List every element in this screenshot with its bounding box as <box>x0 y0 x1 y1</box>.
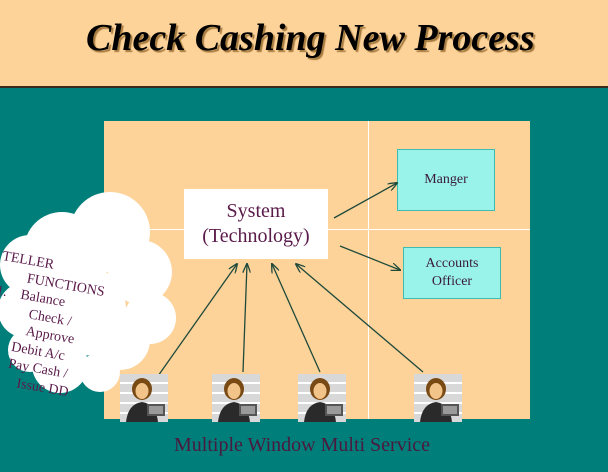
manager-box: Manger <box>397 149 495 211</box>
system-label: System <box>226 200 286 222</box>
panel-vertical-divider <box>368 121 369 419</box>
arrow-teller3-to-system <box>272 264 321 373</box>
teller-person-icon <box>212 374 260 422</box>
footer-caption: Multiple Window Multi Service <box>174 434 431 456</box>
teller-person-icon <box>120 374 168 422</box>
arrow-system-to-manager <box>333 183 397 219</box>
manager-label: Manger <box>424 172 468 187</box>
page-title: Check Cashing New Process <box>86 17 535 59</box>
arrow-system-to-accounts <box>339 245 400 270</box>
system-technology-box: System (Technology) <box>184 189 328 259</box>
accounts-label: Accounts <box>425 255 479 271</box>
officer-label: Officer <box>431 274 473 289</box>
arrow-teller1-to-system <box>157 264 237 377</box>
header-divider <box>0 86 608 88</box>
accounts-officer-box: Accounts Officer <box>403 247 501 299</box>
technology-label: (Technology) <box>202 225 310 247</box>
arrow-teller4-to-system <box>296 264 424 373</box>
teller-person-icon <box>414 374 462 422</box>
teller-person-icon <box>298 374 346 422</box>
header-band <box>0 0 608 86</box>
arrow-teller2-to-system <box>242 264 247 373</box>
